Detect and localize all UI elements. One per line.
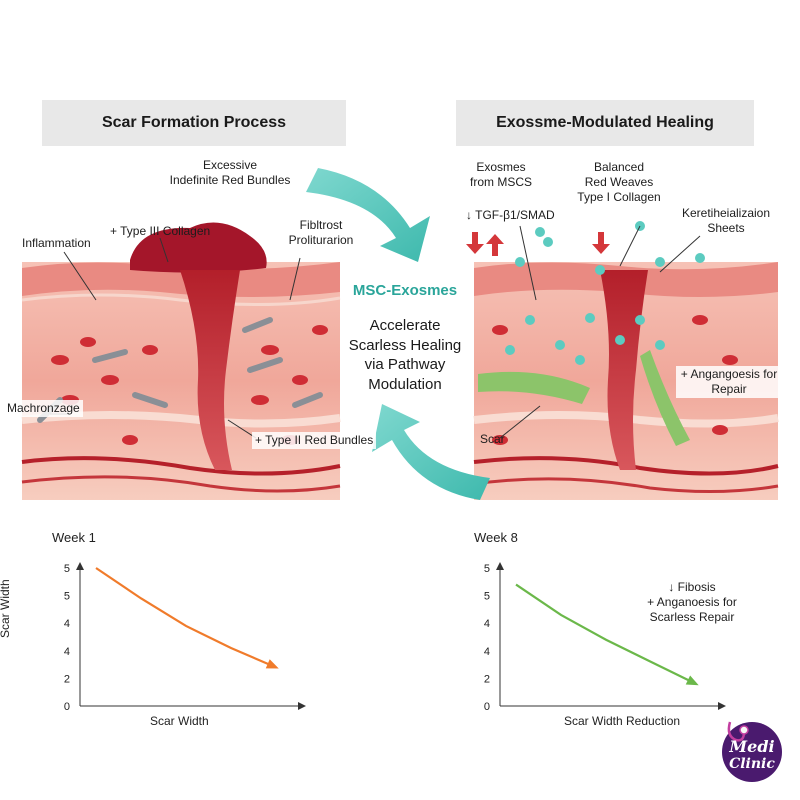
label-angiogenesis: + Angangoesis for Repair — [676, 366, 782, 398]
chart-right-xlabel: Scar Width Reduction — [564, 714, 681, 728]
center-description: Accelerate Scarless Healing via Pathway … — [348, 317, 462, 393]
label-inflammation: Inflammation — [22, 236, 91, 250]
y-tick-label: 2 — [64, 673, 70, 685]
left-tissue-illustration — [21, 222, 341, 500]
label-type2-bundles: + Type II Red Bundles — [252, 432, 377, 449]
y-tick-label: 0 — [484, 701, 490, 713]
y-tick-label: 5 — [484, 591, 490, 603]
y-axis-arrowhead — [76, 562, 84, 570]
y-tick-label: 4 — [64, 646, 70, 658]
y-tick-label: 5 — [484, 563, 490, 575]
label-fibroblast: Fibltrost Proliturarion — [288, 218, 354, 247]
chart-left-ylabel: Scar Width — [0, 579, 12, 638]
x-axis-arrowhead — [718, 702, 726, 710]
red-up-arrow — [486, 234, 504, 256]
logo-text-line2: Clinic — [729, 756, 775, 772]
y-tick-label: 4 — [64, 618, 70, 630]
logo-text-line1: Medi — [728, 737, 774, 756]
series-line — [95, 567, 277, 669]
label-keratinization: Keretiheializaion Sheets — [681, 206, 771, 235]
logo-circle — [722, 722, 782, 782]
y-tick-label: 4 — [484, 646, 490, 658]
red-down-arrow-2 — [592, 232, 610, 254]
y-tick-label: 5 — [64, 591, 70, 603]
series-line — [515, 583, 697, 685]
x-axis-arrowhead — [298, 702, 306, 710]
y-ticks: 0 2 4 4 5 5 — [484, 563, 490, 713]
stethoscope-head-icon — [739, 725, 749, 735]
y-ticks: 0 2 4 4 5 5 — [64, 563, 70, 713]
top-curved-arrow — [306, 168, 430, 262]
y-tick-label: 2 — [484, 673, 490, 685]
y-tick-label: 5 — [64, 563, 70, 575]
medi-clinic-logo: Medi Clinic — [722, 721, 782, 782]
series-arrowhead — [265, 659, 279, 669]
stethoscope-icon — [727, 721, 746, 742]
label-exosomes: Exosmes from MSCS — [469, 160, 532, 189]
chart-right: 0 2 4 4 5 5 — [484, 562, 726, 713]
bottom-curved-arrow — [372, 404, 490, 500]
right-tissue-illustration — [473, 221, 779, 500]
label-scar: Scar — [480, 432, 505, 446]
chart-left-xlabel: Scar Width — [150, 714, 209, 728]
week-left-label: Week 1 — [52, 530, 96, 545]
y-axis-arrowhead — [496, 562, 504, 570]
label-excessive: Excessive Indefinite Red Bundles — [169, 158, 291, 187]
label-tgf: ↓ TGF-β1/SMAD — [466, 208, 555, 222]
center-title: MSC-Exosmes — [352, 282, 458, 299]
y-tick-label: 0 — [64, 701, 70, 713]
chart-left: 0 2 4 4 5 5 — [64, 562, 306, 713]
right-panel-title: Exossme-Modulated Healing — [456, 100, 754, 146]
red-down-arrow — [466, 232, 484, 254]
label-type3-collagen: + Type III Collagen — [110, 224, 211, 238]
label-macrophage: Machronzage — [4, 400, 83, 417]
series-arrowhead — [685, 675, 699, 686]
left-panel-title: Scar Formation Process — [42, 100, 346, 146]
week-right-label: Week 8 — [474, 530, 518, 545]
label-balanced: Balanced Red Weaves Type I Collagen — [577, 160, 661, 204]
y-tick-label: 4 — [484, 618, 490, 630]
chart-right-annotation: ↓ Fibosis + Anganoesis for Scarless Repa… — [647, 580, 737, 624]
